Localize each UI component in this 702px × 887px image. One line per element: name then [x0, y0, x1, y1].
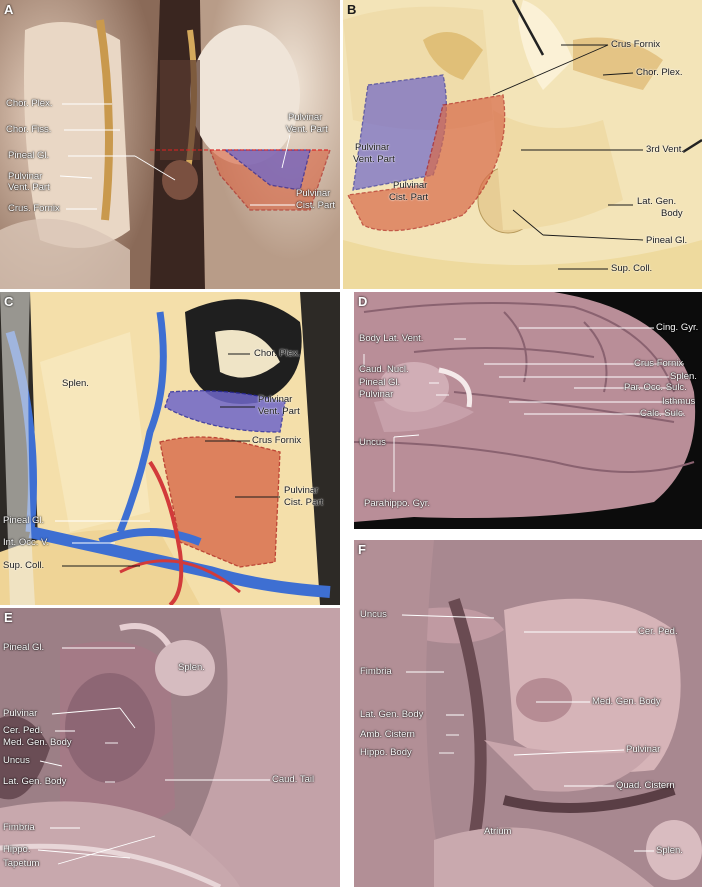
- label-crus-fornix: Crus Fornix: [252, 435, 302, 446]
- label-pulvinar-ventral: Pulvinar: [258, 394, 293, 405]
- panel-e-letter: E: [4, 610, 13, 625]
- label-pulvinar: Pulvinar: [3, 708, 38, 719]
- label-hippo-body: Hippo. Body: [360, 747, 412, 758]
- label-splen: Splen.: [656, 845, 683, 856]
- label-3rd-vent: 3rd Vent.: [646, 144, 685, 155]
- label-chor-plex: Chor. Plex.: [254, 348, 301, 359]
- label-cing-gyr: Cing. Gyr.: [656, 322, 699, 333]
- label-atrium: Atrium: [484, 826, 512, 837]
- label-cer-ped: Cer. Ped.: [3, 725, 43, 736]
- label-pulvinar-cisternal: Pulvinar: [284, 485, 319, 496]
- panel-d-letter: D: [358, 294, 368, 309]
- label-amb-cistern: Amb. Cistern: [360, 729, 415, 740]
- label-chor-fiss: Chor. Fiss.: [6, 124, 52, 135]
- label-pulvinar-ventral: Pulvinar: [288, 112, 323, 123]
- label-uncus: Uncus: [3, 755, 30, 766]
- label-calc-sulc: Calc. Sulc.: [640, 408, 686, 419]
- label-crus-fornix: Crus Fornix: [634, 358, 684, 369]
- label-vent-part-ventral: Vent. Part: [286, 124, 328, 135]
- label-hippo: Hippo.: [3, 844, 31, 855]
- label-vent-part: Vent. Part: [353, 154, 395, 165]
- label-par-occ-sulc: Par. Occ. Sulc.: [624, 382, 687, 393]
- label-pineal-gl: Pineal Gl.: [3, 515, 45, 526]
- panel-c-photo: [0, 292, 340, 605]
- label-uncus: Uncus: [359, 437, 386, 448]
- panel-d: D Body Lat. Vent. Caud. Nucl. Pineal Gl.…: [354, 292, 702, 529]
- label-lat-gen-body: Lat. Gen. Body: [360, 709, 424, 720]
- label-crus-fornix: Crus Fornix: [611, 39, 661, 50]
- label-sup-coll: Sup. Coll.: [3, 560, 45, 571]
- panel-a: A Chor. Plex. Chor. Fiss. Pineal Gl. Pul…: [0, 0, 340, 289]
- panel-c-letter: C: [4, 294, 14, 309]
- label-pulvinar: Pulvinar: [359, 389, 394, 400]
- panel-f: F Uncus Cer. Ped. Fimbria Med. Gen. Body…: [354, 540, 702, 887]
- label-body: Body: [661, 208, 683, 219]
- panel-a-photo: [0, 0, 340, 289]
- label-vent-part: Vent. Part: [8, 182, 50, 193]
- panel-f-photo: [354, 540, 702, 887]
- label-pulvinar-ventral: Pulvinar: [355, 142, 390, 153]
- label-tapetum: Tapetum: [3, 858, 40, 869]
- label-crus-fornix: Crus. Fornix: [8, 203, 60, 214]
- panel-f-letter: F: [358, 542, 366, 557]
- label-pineal-gl: Pineal Gl.: [3, 642, 45, 653]
- label-uncus: Uncus: [360, 609, 387, 620]
- label-pineal-gl: Pineal Gl.: [359, 377, 401, 388]
- label-lat-gen: Lat. Gen.: [637, 196, 677, 207]
- panel-b-letter: B: [347, 2, 357, 17]
- label-cist-part: Cist. Part: [389, 192, 429, 203]
- label-fimbria: Fimbria: [3, 822, 35, 833]
- label-cist-part: Cist. Part: [284, 497, 324, 508]
- label-splen: Splen.: [62, 378, 89, 389]
- label-chor-plex: Chor. Plex.: [636, 67, 683, 78]
- label-cist-part: Cist. Part: [296, 200, 336, 211]
- label-pulvinar: Pulvinar: [626, 744, 661, 755]
- panel-d-photo: [354, 292, 702, 529]
- panel-e: E Pineal Gl. Splen. Pulvinar Cer. Ped. M…: [0, 608, 340, 887]
- panel-a-letter: A: [4, 2, 14, 17]
- label-lat-gen-body: Lat. Gen. Body: [3, 776, 67, 787]
- label-fimbria: Fimbria: [360, 666, 392, 677]
- label-parahippo-gyr: Parahippo. Gyr.: [364, 498, 431, 509]
- label-caud-nucl: Caud. Nucl.: [359, 364, 409, 375]
- label-pulvinar-cisternal: Pulvinar: [393, 180, 428, 191]
- label-pulvinar: Pulvinar: [8, 171, 43, 182]
- panel-b: B Crus Fornix Chor. Plex. Pulvinar Vent.…: [343, 0, 702, 289]
- label-splen: Splen.: [670, 371, 697, 382]
- label-pulvinar-cisternal: Pulvinar: [296, 188, 331, 199]
- label-isthmus: Isthmus: [662, 396, 696, 407]
- label-cer-ped: Cer. Ped.: [638, 626, 678, 637]
- label-med-gen-body: Med. Gen. Body: [3, 737, 72, 748]
- panel-b-photo: [343, 0, 702, 289]
- label-sup-coll: Sup. Coll.: [611, 263, 653, 274]
- label-pineal-gl: Pineal Gl.: [8, 150, 50, 161]
- label-body-lat-vent: Body Lat. Vent.: [359, 333, 424, 344]
- label-splen: Splen.: [178, 662, 205, 673]
- label-chor-plex: Chor. Plex.: [6, 98, 53, 109]
- label-vent-part: Vent. Part: [258, 406, 300, 417]
- label-med-gen-body: Med. Gen. Body: [592, 696, 661, 707]
- label-caud-tail: Caud. Tail: [272, 774, 315, 785]
- label-quad-cistern: Quad. Cistern: [616, 780, 675, 791]
- label-int-occ-v: Int. Occ. V.: [3, 537, 50, 548]
- label-pineal-gl: Pineal Gl.: [646, 235, 688, 246]
- panel-c: C Chor. Plex. Splen. Pulvinar Vent. Part…: [0, 292, 340, 605]
- panel-e-photo: [0, 608, 340, 887]
